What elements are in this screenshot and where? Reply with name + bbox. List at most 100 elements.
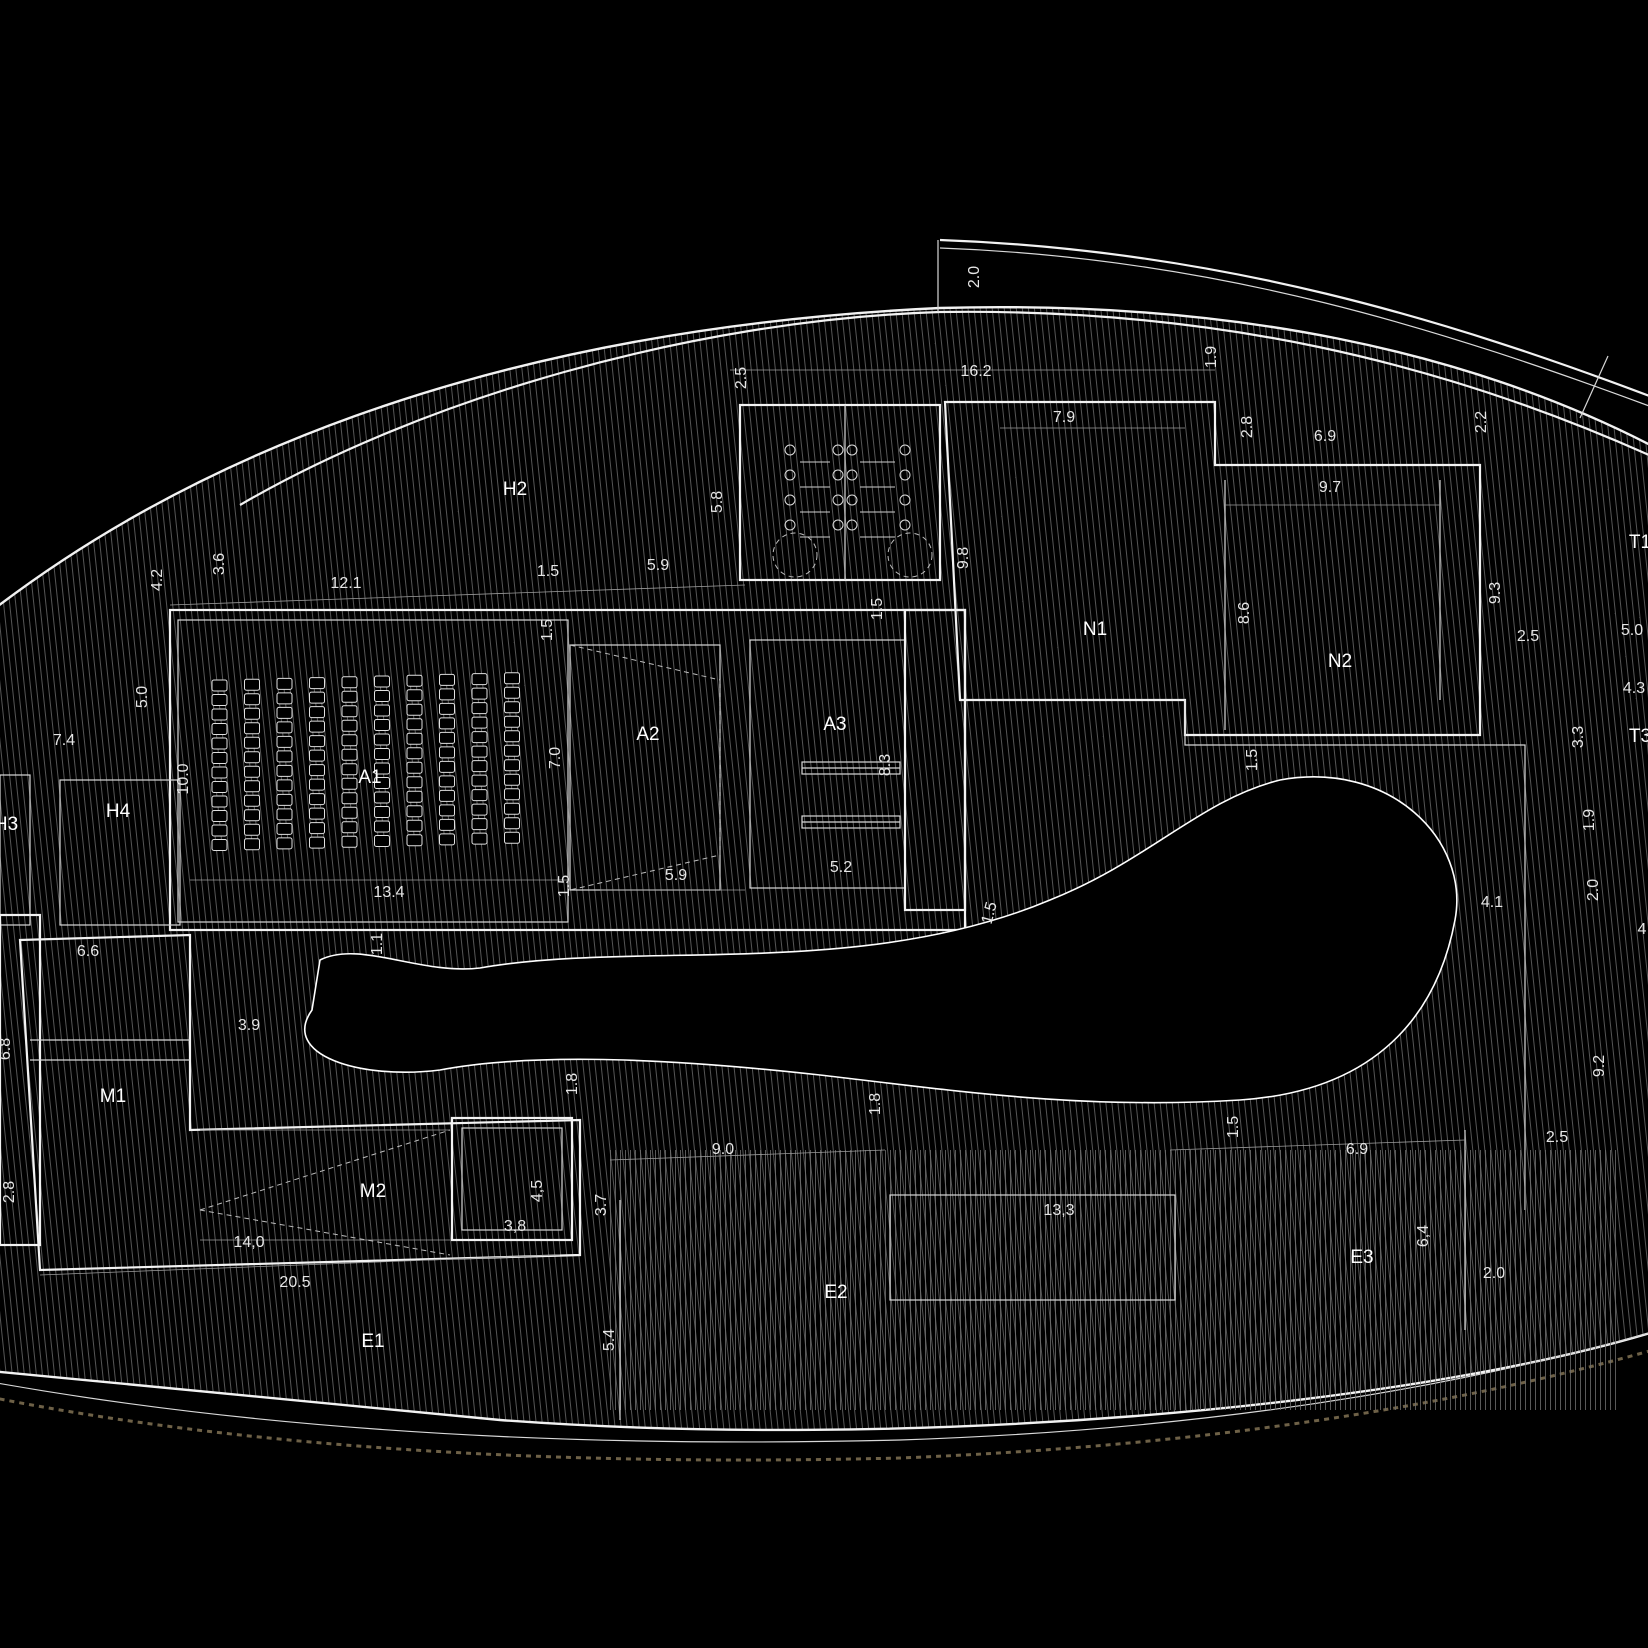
toilet-fixture (784, 444, 796, 456)
seat (471, 774, 488, 787)
room-label-h3: H3 (0, 814, 18, 835)
seat (439, 688, 455, 701)
seat (244, 751, 260, 764)
exhibition-block (610, 1130, 1620, 1420)
dim-label: 1.1 (369, 933, 386, 955)
seat (504, 802, 520, 815)
dim-label: 3.3 (1570, 726, 1587, 748)
dim-label: 2.0 (966, 266, 983, 288)
seat (211, 795, 228, 808)
dim-label: 13.4 (373, 884, 404, 901)
seat (211, 708, 228, 721)
dim-label: 6,4 (1415, 1225, 1432, 1247)
seat (309, 778, 325, 791)
restroom-fixtures (784, 444, 911, 538)
seat (406, 747, 423, 760)
seat (244, 722, 260, 735)
seat (374, 820, 390, 833)
dim-label: 5.2 (830, 859, 852, 876)
seat (406, 819, 423, 832)
seat (406, 689, 423, 702)
seat (341, 792, 358, 805)
dim-label: 1.5 (539, 619, 556, 641)
dim-label: 9.3 (1487, 582, 1504, 604)
dim-label: 5.0 (1621, 622, 1643, 639)
dim-label: 5.9 (647, 557, 669, 574)
meeting-block (18, 933, 582, 1272)
seat (244, 736, 260, 749)
dim-label: 1.5 (1244, 749, 1261, 771)
building-outline (0, 238, 1648, 1462)
seat (439, 833, 455, 846)
seat (439, 702, 455, 715)
toilet-fixture (899, 519, 911, 531)
seat (309, 706, 325, 719)
seat (244, 838, 260, 851)
auditorium-seating (211, 672, 520, 851)
seat (276, 706, 293, 719)
dim-label: 2.5 (1546, 1129, 1568, 1146)
seat (211, 737, 228, 750)
room-label-h4: H4 (106, 801, 131, 822)
dim-label: 5.8 (709, 491, 726, 513)
seat (309, 677, 325, 690)
seat (276, 735, 293, 748)
dim-label: 10.0 (175, 763, 192, 794)
dim-label: 7.0 (547, 747, 564, 769)
dim-label: 4.2 (149, 569, 166, 591)
seat (406, 732, 423, 745)
toilet-fixture (784, 519, 796, 531)
toilet-fixture (832, 519, 844, 531)
seat (341, 676, 358, 689)
seat (504, 701, 520, 714)
dim-label: 2.2 (1473, 411, 1490, 433)
seat (341, 719, 358, 732)
seat (439, 818, 455, 831)
seat (341, 763, 358, 776)
toilet-fixture (832, 469, 844, 481)
seat (244, 707, 260, 720)
dim-label: 9.7 (1319, 479, 1341, 496)
dim-label: 8.3 (877, 754, 894, 776)
room-label-m2: M2 (360, 1181, 386, 1202)
dim-label: 1.5 (979, 900, 1001, 926)
room-label-t3: T3 (1629, 726, 1648, 747)
seat (276, 793, 293, 806)
room-label-n2: N2 (1328, 651, 1352, 672)
room-label-e1: E1 (361, 1331, 384, 1352)
seat (211, 781, 228, 793)
dim-label: 12.1 (330, 575, 361, 592)
seat (504, 831, 520, 844)
toilet-fixture (784, 494, 796, 506)
toilet-fixture (832, 494, 844, 506)
seat (244, 693, 260, 706)
seat (471, 702, 488, 715)
seat (211, 694, 228, 706)
dim-label: 2.0 (1483, 1265, 1505, 1282)
seat (406, 718, 423, 731)
dim-label: 8.6 (1236, 602, 1253, 624)
seat (211, 679, 228, 692)
seat (471, 803, 488, 816)
seat (244, 809, 260, 822)
room-label-a3: A3 (823, 714, 846, 735)
seat (341, 821, 358, 834)
restroom-block (738, 403, 942, 582)
dim-label: 9.8 (955, 547, 972, 569)
dim-label: 1.5 (537, 563, 559, 580)
seat (211, 839, 228, 851)
room-labels: H2 H4 H3 A1 A2 A3 N1 N2 T1 T3 M1 M2 E1 E… (0, 479, 1648, 1352)
dim-label: 3,8 (504, 1218, 526, 1235)
seat (374, 806, 390, 818)
dim-label: 2.5 (1517, 628, 1539, 645)
dimension-lines (39, 369, 1466, 1276)
dim-label: 9.2 (1591, 1055, 1608, 1077)
seat (374, 719, 390, 731)
dim-label: 1.8 (867, 1093, 884, 1115)
seat (406, 790, 423, 803)
seat (276, 779, 293, 792)
seat (504, 759, 520, 772)
dim-label: 2.0 (1585, 879, 1602, 901)
dim-label: 1.9 (1203, 346, 1220, 368)
seat (374, 704, 390, 717)
